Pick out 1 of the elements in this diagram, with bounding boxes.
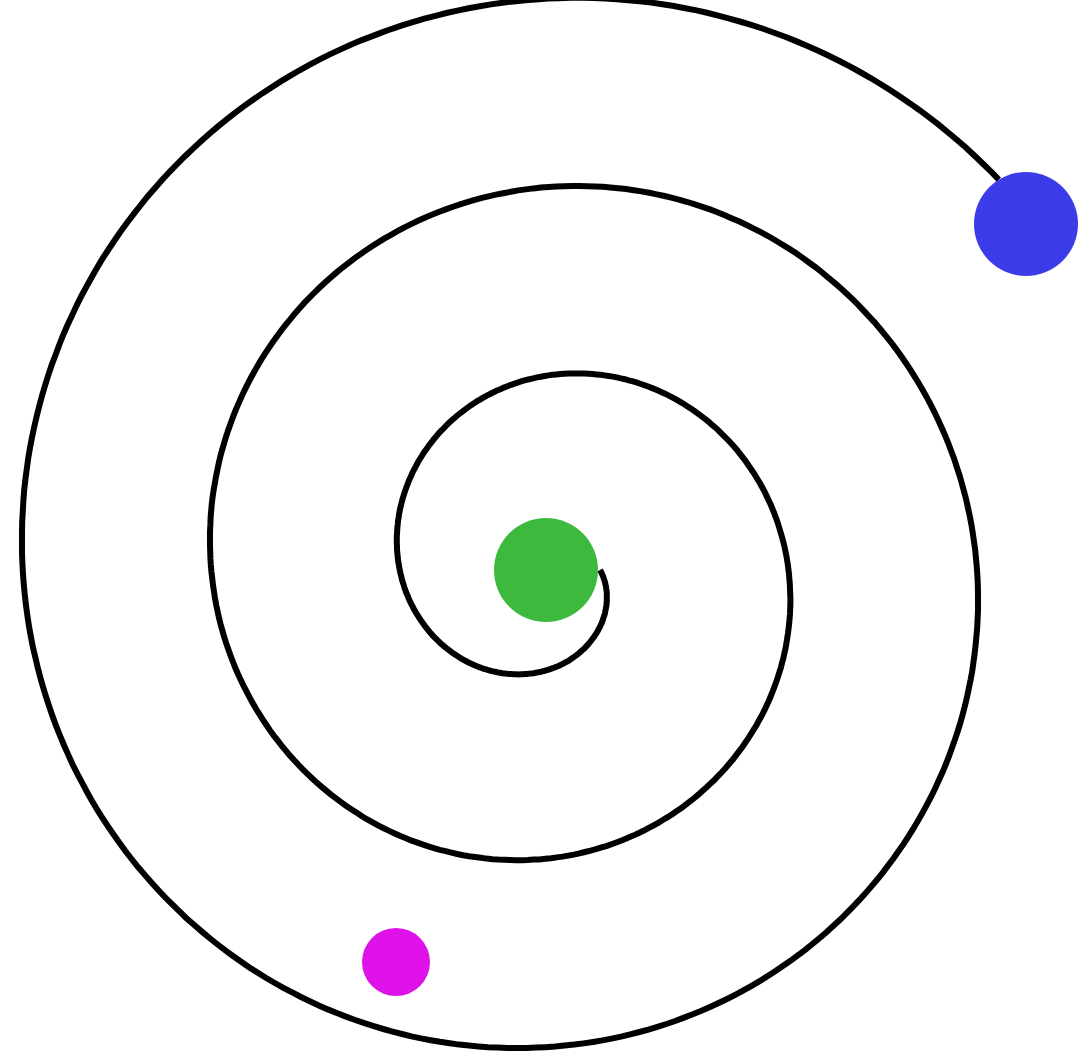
spiral-line bbox=[19, 0, 1001, 1051]
